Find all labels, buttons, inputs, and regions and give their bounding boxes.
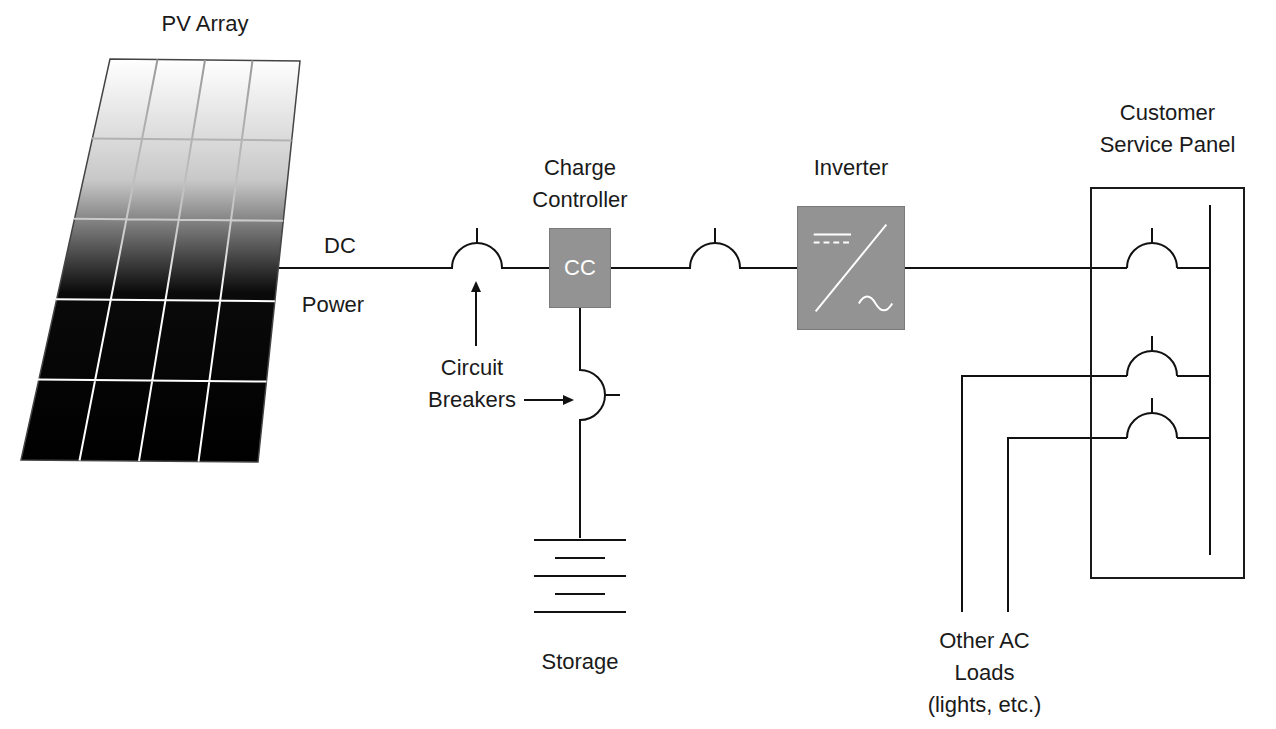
battery-plate (555, 593, 605, 595)
breaker-symbol (605, 394, 620, 396)
wire-connector (278, 267, 549, 269)
label-slot: Power (293, 289, 373, 321)
panel-wire (1177, 375, 1210, 377)
node-label: CC (550, 252, 610, 284)
load-wire (1008, 438, 1127, 612)
breaker-symbol (1151, 336, 1153, 351)
breaker-symbol (714, 228, 716, 243)
battery-plate (534, 539, 626, 541)
pv-panel (21, 59, 300, 462)
node-heading: PV Array (105, 8, 305, 40)
battery-storage: Storage (534, 538, 626, 616)
breaker-symbol (1127, 243, 1177, 268)
breaker-symbol (1127, 351, 1177, 376)
dc-symbol (814, 234, 851, 236)
leader-arrow-head (471, 281, 481, 292)
pv-cell-grid (38, 60, 292, 462)
battery-symbol (534, 538, 626, 616)
node-heading: Inverter (796, 152, 906, 184)
label-slot: DC (310, 230, 370, 262)
panel-wire (1177, 437, 1210, 439)
breaker-gap (691, 264, 739, 272)
node-heading: Charge Controller (515, 152, 645, 216)
connector-group (278, 268, 1090, 538)
node-heading: Storage (530, 646, 630, 678)
breaker-symbol (690, 243, 740, 268)
breaker-symbol (476, 228, 478, 243)
panel-wire (1177, 267, 1210, 269)
load-label: Other AC Loads (lights, etc.) (922, 625, 1047, 721)
breaker-symbol (1151, 228, 1153, 243)
bus-bar (1209, 205, 1211, 555)
breaker-gap (576, 371, 584, 419)
inverter-box: Inverter (797, 206, 905, 330)
breaker-gap (453, 264, 501, 272)
leader-arrow (475, 291, 477, 346)
breaker-symbol (452, 243, 502, 268)
wire-label: Power (293, 289, 373, 321)
wire-connector (579, 308, 581, 538)
breaker-symbol (580, 370, 605, 420)
callout-label: Circuit Breakers (417, 352, 527, 416)
inverter-symbol (798, 207, 904, 329)
label-slot: Other AC Loads (lights, etc.) (922, 625, 1047, 721)
pv-panel-art (20, 58, 302, 464)
wire-label: DC (310, 230, 370, 262)
panel-wire (1090, 267, 1127, 269)
breaker-symbol (1127, 413, 1177, 438)
battery-plate (534, 575, 626, 577)
ac-symbol (859, 297, 892, 311)
battery-plate (534, 611, 626, 613)
node-heading: Customer Service Panel (1093, 97, 1243, 161)
dc-symbol (814, 241, 851, 243)
leader-arrow-head (563, 395, 574, 405)
wire-connector (905, 267, 1090, 269)
load-wire (962, 376, 1127, 612)
service-panel: Customer Service Panel (1090, 187, 1245, 579)
inverter-slash (816, 225, 887, 312)
label-slot: Circuit Breakers (417, 352, 527, 416)
leader-arrow (524, 399, 565, 401)
battery-plate (555, 557, 605, 559)
pv-array: PV Array (20, 58, 302, 464)
charge-controller-box: Charge ControllerCC (549, 228, 611, 308)
breaker-symbol (1151, 398, 1153, 413)
